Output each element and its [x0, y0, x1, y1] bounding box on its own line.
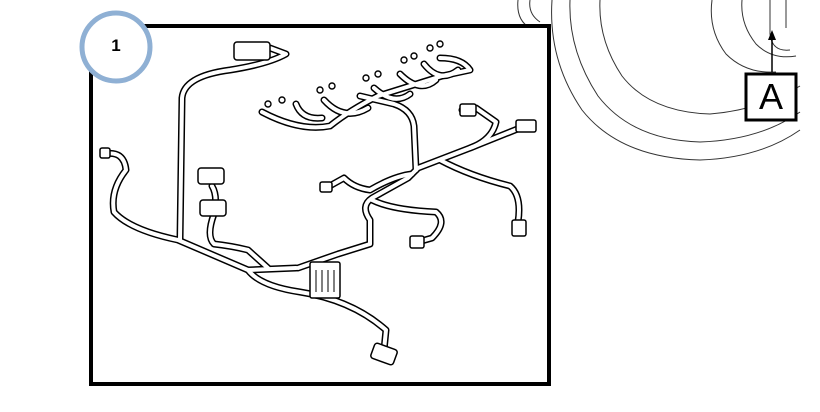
connector-right-top: [459, 103, 477, 117]
injector-plugs: [264, 40, 444, 108]
connector-left-upper: [197, 167, 225, 185]
connector-center-plug: [409, 235, 425, 249]
connector-top: [233, 41, 271, 61]
main-block-pins: [315, 270, 335, 292]
view-letter: A: [758, 76, 783, 117]
view-letter-box: [744, 72, 798, 122]
engine-outline: [517, 0, 801, 161]
connector-right-low: [511, 219, 527, 237]
connector-mid-left: [319, 181, 333, 193]
connector-left-end: [99, 147, 111, 159]
connectors: [99, 41, 537, 366]
callout-number: 1: [111, 36, 121, 55]
wiring-harness: [100, 44, 524, 354]
callout-circle: [79, 10, 153, 84]
connector-right-mid: [515, 119, 537, 133]
pointer-arrow: [768, 30, 776, 72]
connector-left-lower: [199, 199, 227, 217]
connector-bottom: [370, 342, 398, 366]
diagram-frame: [89, 24, 551, 386]
connector-main-block: [309, 261, 341, 299]
